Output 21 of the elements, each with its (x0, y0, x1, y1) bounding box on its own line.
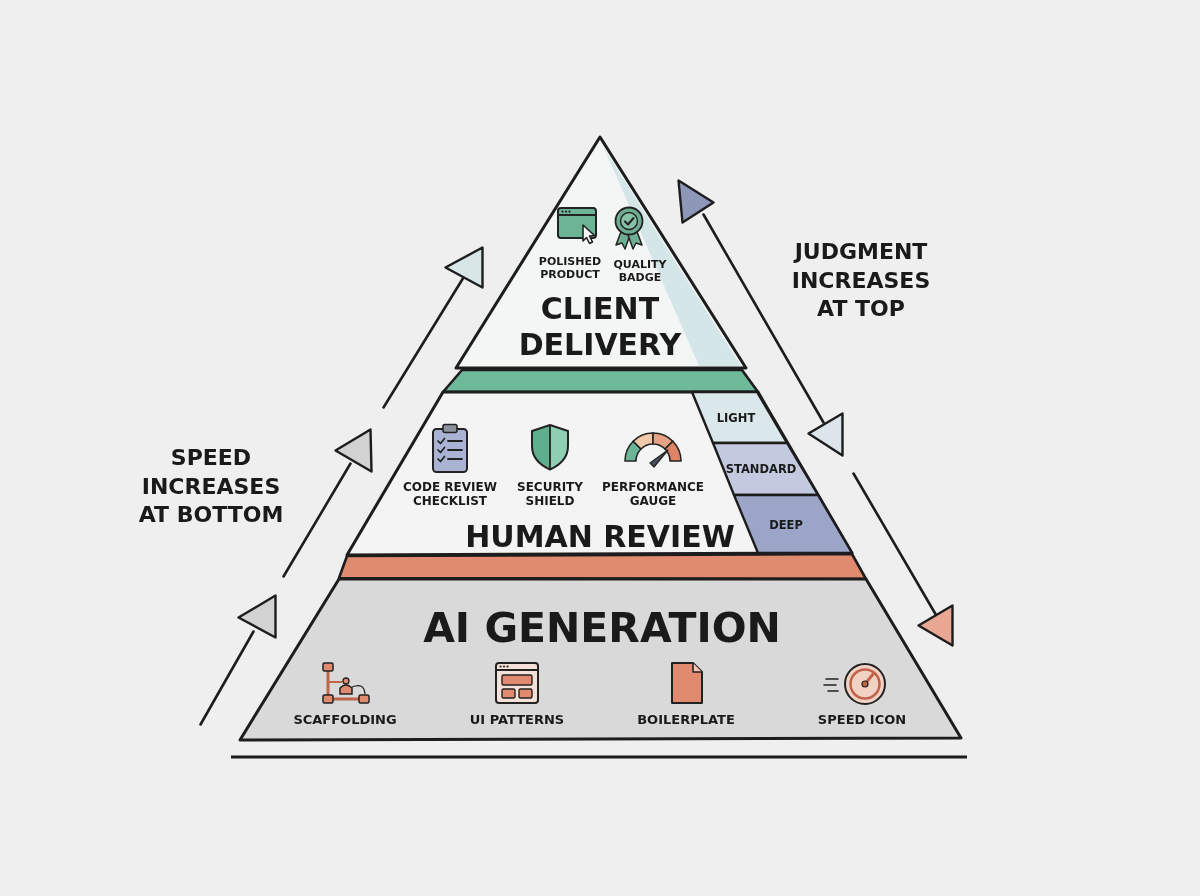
tier-title: CLIENT DELIVERY (518, 291, 682, 362)
band-label: LIGHT (716, 411, 756, 425)
icon-caption: UI PATTERNS (469, 712, 565, 727)
icon-caption: POLISHED PRODUCT (538, 255, 602, 282)
tier-title: HUMAN REVIEW (465, 518, 735, 554)
icon-caption: QUALITY BADGE (613, 258, 667, 285)
icon-caption: BOILERPLATE (637, 712, 735, 727)
pyramid-tier (237, 576, 964, 743)
annotation-text: JUDGMENT INCREASES AT TOP (791, 239, 931, 322)
band-label: STANDARD (725, 462, 797, 476)
icon-caption: PERFORMANCE GAUGE (601, 479, 705, 508)
band-label: DEEP (769, 518, 803, 532)
icon-caption: SPEED ICON (817, 712, 907, 727)
pyramid-tier (344, 389, 855, 558)
pyramid-tier (453, 134, 749, 371)
review-depth-band (710, 440, 821, 498)
annotation-text: SPEED INCREASES AT BOTTOM (138, 445, 284, 528)
icon-caption: CODE REVIEW CHECKLIST (403, 479, 497, 508)
tier-title: AI GENERATION (423, 603, 781, 652)
icon-caption: SCAFFOLDING (293, 712, 397, 727)
icon-caption: SECURITY SHIELD (517, 479, 583, 508)
